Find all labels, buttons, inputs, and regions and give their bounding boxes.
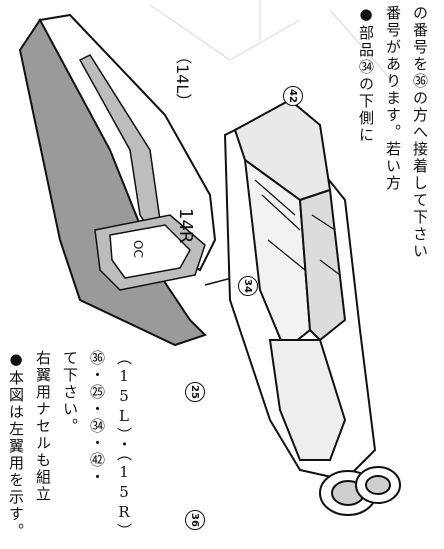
wing-marking: OC [131, 240, 145, 258]
callout-42: 42 [283, 86, 303, 106]
callout-25: 25 [185, 382, 205, 402]
wing-label-14l: （14L） [173, 48, 192, 110]
wing-label-14r: 14R [175, 208, 196, 244]
note-right-line3: の番号を㊱の方へ接着して下さい [411, 5, 429, 260]
nacelle [223, 98, 377, 482]
note-left-line5: （15L）・（15R） [115, 350, 133, 540]
callout-34: 34 [238, 276, 258, 296]
note-left-line2: 右翼用ナセルも組立 [34, 350, 52, 503]
exhaust-cones [319, 466, 401, 516]
note-right-line1: ●部品㉞の下側に [357, 5, 375, 144]
note-right-line2: 番号があります。若い方 [384, 5, 402, 192]
note-left-line1: ●本図は左翼用を示す。 [7, 350, 25, 540]
note-left-line3: て下さい。 [61, 350, 79, 435]
note-left-line4: ㊱・㉕・㉞・㊷・ [88, 350, 106, 486]
callout-36: 36 [185, 510, 205, 530]
